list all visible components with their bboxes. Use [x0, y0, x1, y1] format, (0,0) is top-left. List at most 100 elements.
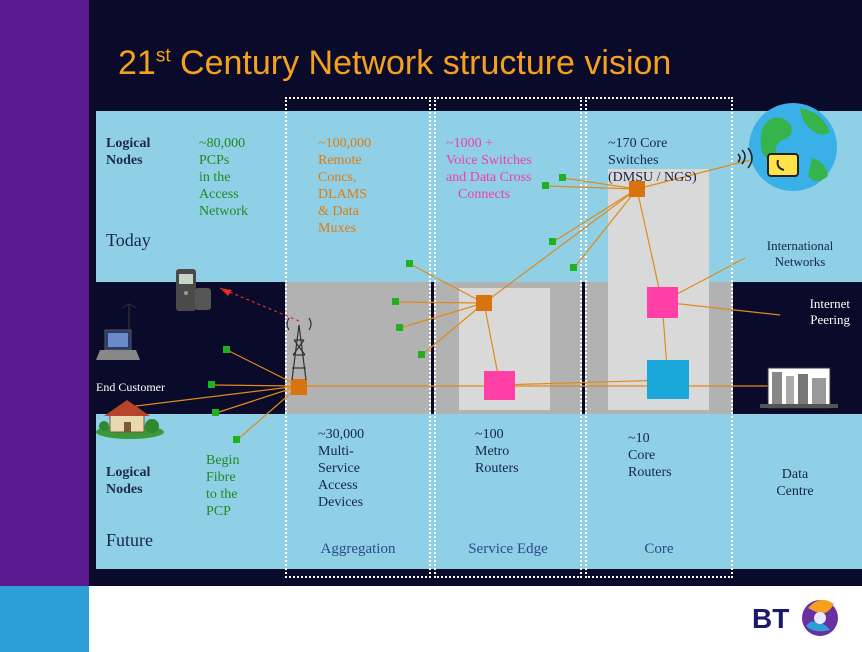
service-edge-line: Connects [458, 187, 511, 202]
today-band [96, 111, 862, 282]
future-access-line: to the [206, 487, 238, 502]
access-line: Network [199, 204, 248, 219]
today-access-text: ~80,000 PCPs in the Access Network [199, 135, 279, 220]
green-node [542, 182, 549, 189]
green-node [208, 381, 215, 388]
sidebar-purple [0, 0, 89, 586]
service-edge-today-node [476, 295, 492, 311]
future-access-text: Begin Fibre to the PCP [206, 452, 266, 520]
future-access-line: PCP [206, 504, 231, 519]
core-today-node [629, 181, 645, 197]
internet-peering-label: Internet Peering [770, 296, 850, 328]
green-node [212, 409, 219, 416]
end-customer-label: End Customer [96, 380, 165, 394]
access-line: ~80,000 [199, 136, 246, 151]
core-column-frame [585, 97, 733, 578]
aggregation-line: Concs, [318, 170, 357, 185]
future-aggregation-line: ~30,000 [318, 427, 365, 442]
future-access-line: Fibre [206, 470, 236, 485]
core-router-node [647, 360, 689, 399]
service-edge-line: and Data Cross [446, 170, 532, 185]
house-icon [96, 400, 164, 439]
column-label-aggregation: Aggregation [320, 541, 396, 557]
future-service-edge-line: ~100 [475, 427, 504, 442]
future-data-centre-text: Data Centre [760, 466, 830, 500]
international-networks-label: International Networks [750, 238, 850, 270]
internet-line: Peering [810, 312, 850, 327]
future-service-edge-text: ~100 Metro Routers [475, 426, 555, 477]
data-centre-line: Centre [776, 484, 814, 499]
today-label-line1: Logical [106, 136, 151, 151]
sidebar-blue [0, 586, 89, 652]
today-logical-nodes-label: Logical Nodes [106, 135, 150, 169]
column-label-core: Core [644, 541, 674, 557]
title-sup: st [155, 45, 171, 67]
green-node [392, 298, 399, 305]
future-access-line: Begin [206, 453, 240, 468]
today-core-text: ~170 Core Switches (DMSU / NGS) [608, 135, 728, 186]
today-row-name: Today [106, 230, 151, 250]
future-aggregation-line: Multi- [318, 444, 354, 459]
aggregation-line: ~100,000 [318, 136, 372, 151]
mobile-phone-icon [176, 269, 211, 311]
globe-icon [737, 103, 837, 191]
future-service-edge-line: Metro [475, 444, 510, 459]
international-line: Networks [774, 254, 826, 269]
wireless-arrowhead [220, 288, 232, 296]
green-node [559, 174, 566, 181]
future-service-edge-line: Routers [475, 461, 519, 476]
future-band [96, 414, 862, 569]
internet-line: Internet [809, 296, 850, 311]
connection-lines [119, 159, 800, 441]
bt-logo-mark [802, 599, 838, 636]
green-node [549, 238, 556, 245]
aggregation-line: & Data [318, 204, 359, 219]
green-node [223, 346, 230, 353]
green-nodes [208, 174, 577, 443]
service-edge-line: Voice Switches [446, 153, 532, 168]
access-line: in the [199, 170, 231, 185]
future-core-line: ~10 [628, 431, 650, 446]
column-label-service-edge: Service Edge [468, 541, 548, 557]
aggregation-line: Muxes [318, 221, 357, 236]
green-node [396, 324, 403, 331]
service-edge-column-frame [434, 97, 582, 578]
green-node [570, 264, 577, 271]
radio-mast-icon [286, 317, 312, 381]
laptop-icon [96, 303, 140, 360]
future-aggregation-line: Devices [318, 495, 364, 510]
green-node [233, 436, 240, 443]
green-node [406, 260, 413, 267]
today-aggregation-text: ~100,000 Remote Concs, DLAMS & Data Muxe… [318, 135, 418, 237]
aggregation-column-frame [285, 97, 431, 578]
data-centre-line: Data [781, 467, 809, 482]
future-label-line2: Nodes [106, 482, 143, 497]
access-line: PCPs [199, 153, 230, 168]
future-row-name: Future [106, 530, 153, 550]
green-node [418, 351, 425, 358]
bt-logo-text: BT [752, 603, 790, 634]
aggregation-node [291, 379, 307, 395]
international-line: International [766, 238, 834, 253]
aggregation-mid-panel [285, 282, 431, 414]
data-centre-icon [760, 367, 838, 409]
future-aggregation-text: ~30,000 Multi- Service Access Devices [318, 426, 418, 511]
service-edge-line: ~1000 + [446, 136, 493, 151]
core-line: ~170 Core [608, 136, 668, 151]
future-aggregation-line: Access [318, 478, 358, 493]
future-label-line1: Logical [106, 465, 151, 480]
future-core-text: ~10 Core Routers [628, 430, 708, 481]
metro-router-node [484, 371, 515, 400]
wireless-link [219, 287, 300, 322]
today-label-line2: Nodes [106, 153, 143, 168]
future-aggregation-line: Service [318, 461, 360, 476]
aggregation-line: Remote [318, 153, 362, 168]
title-prefix: 21 [118, 44, 156, 82]
core-line: (DMSU / NGS) [608, 170, 697, 185]
aggregation-line: DLAMS [318, 187, 368, 202]
today-service-edge-text: ~1000 + Voice Switches and Data Cross Co… [446, 135, 576, 203]
access-line: Access [199, 187, 239, 202]
future-core-line: Core [628, 448, 656, 463]
future-core-line: Routers [628, 465, 672, 480]
